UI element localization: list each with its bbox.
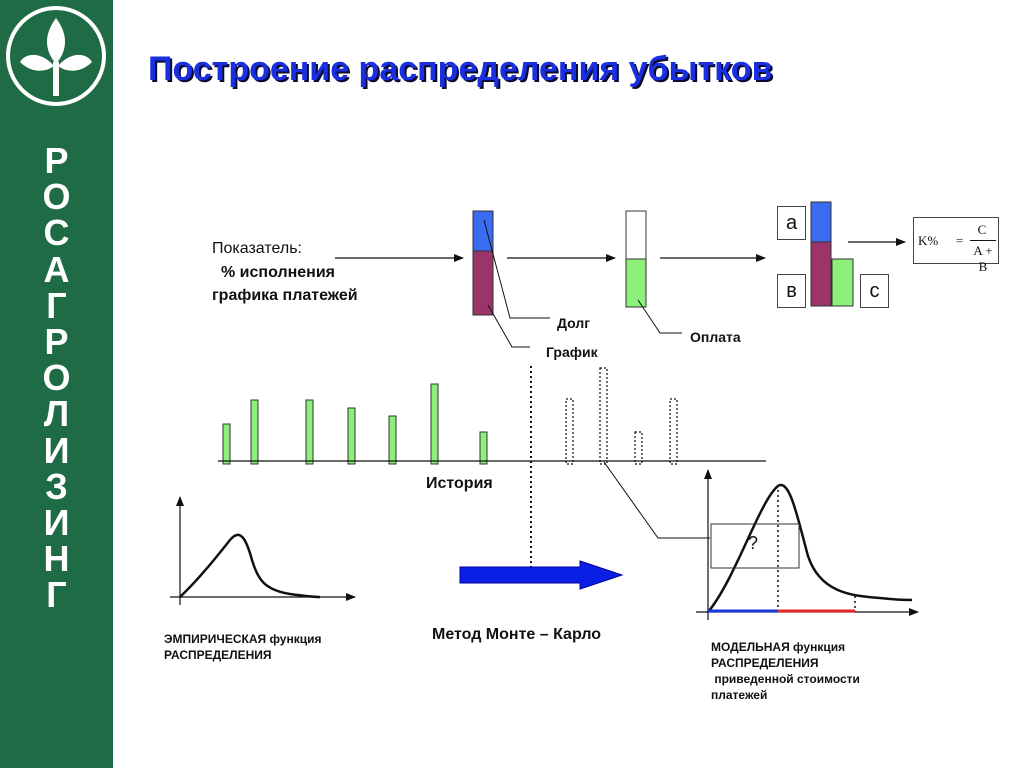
schedule-label: График bbox=[546, 344, 598, 360]
sidebar: Р О С А Г Р О Л И З И Н Г bbox=[0, 0, 113, 768]
payment-leader-line bbox=[637, 299, 682, 334]
question-mark: ? bbox=[748, 533, 759, 553]
company-name-vertical: Р О С А Г Р О Л И З И Н Г bbox=[0, 140, 113, 616]
empirical-curve bbox=[179, 533, 321, 599]
history-label: История bbox=[426, 475, 493, 492]
formula-numerator: C bbox=[977, 222, 987, 237]
simulated-bar bbox=[634, 431, 643, 465]
debt-bar-segment bbox=[472, 210, 494, 252]
history-bar bbox=[479, 431, 488, 465]
empirical-caption: ЭМПИРИЧЕСКАЯ функция РАСПРЕДЕЛЕНИЯ bbox=[164, 631, 322, 663]
simulated-bar bbox=[599, 367, 608, 465]
model-curve bbox=[707, 483, 913, 613]
monte-carlo-label: Метод Монте – Карло bbox=[432, 626, 602, 643]
formula-eq: = bbox=[956, 233, 964, 248]
payment-bar-fill bbox=[625, 258, 647, 308]
compare-payment-segment bbox=[831, 258, 854, 307]
question-box bbox=[710, 523, 800, 569]
empirical-caption-line: РАСПРЕДЕЛЕНИЯ bbox=[164, 648, 272, 662]
debt-label: Долг bbox=[557, 315, 591, 331]
indicator-percent: % исполнения bbox=[221, 264, 336, 281]
history-bar bbox=[347, 407, 356, 465]
sidebar-letter: З bbox=[45, 465, 68, 507]
history-bar bbox=[388, 415, 397, 465]
sidebar-letter: И bbox=[43, 429, 70, 471]
sidebar-letter: Г bbox=[46, 574, 67, 616]
model-caption: МОДЕЛЬНАЯ функция РАСПРЕДЕЛЕНИЯ приведен… bbox=[711, 639, 860, 703]
sidebar-letter: С bbox=[43, 212, 70, 254]
slide-title: Построение распределения убытков bbox=[148, 50, 773, 88]
sidebar-letter: Г bbox=[46, 284, 67, 326]
sidebar-letter: Р bbox=[44, 321, 69, 363]
empirical-caption-line: ЭМПИРИЧЕСКАЯ функция bbox=[164, 632, 322, 646]
sidebar-letter: Р bbox=[44, 140, 69, 181]
monte-carlo-arrow bbox=[459, 560, 624, 590]
compare-debt-segment bbox=[810, 201, 832, 243]
sidebar-letter: О bbox=[42, 357, 71, 399]
box-b: в bbox=[777, 274, 806, 308]
sidebar-letter: О bbox=[42, 176, 71, 218]
indicator-schedule: графика платежей bbox=[212, 287, 358, 304]
history-bar bbox=[430, 383, 439, 465]
formula-lhs: K% bbox=[918, 233, 939, 248]
payment-bar-empty bbox=[625, 210, 647, 260]
history-bar bbox=[305, 399, 314, 465]
simulated-bar bbox=[565, 398, 574, 465]
history-bar bbox=[222, 423, 231, 465]
schedule-leader-line bbox=[487, 304, 530, 348]
sidebar-letter: А bbox=[43, 248, 70, 290]
sidebar-letter: Н bbox=[43, 538, 70, 580]
box-c: c bbox=[860, 274, 889, 308]
sidebar-letter: И bbox=[43, 502, 70, 544]
indicator-label: Показатель: bbox=[212, 240, 302, 257]
simulated-bar bbox=[669, 398, 678, 465]
leaf-logo-icon bbox=[6, 6, 106, 106]
model-caption-line: платежей bbox=[711, 688, 768, 702]
sidebar-letter: Л bbox=[43, 393, 70, 435]
formula-box: K% = C A + B bbox=[913, 217, 999, 274]
payment-label: Оплата bbox=[690, 329, 741, 345]
box-a: a bbox=[777, 206, 806, 240]
schedule-bar-segment bbox=[472, 250, 494, 316]
compare-schedule-segment bbox=[810, 241, 832, 307]
formula-fraction-bar bbox=[970, 240, 996, 241]
model-caption-line: МОДЕЛЬНАЯ функция bbox=[711, 640, 846, 654]
history-bar bbox=[250, 399, 259, 465]
model-caption-line: приведенной стоимости bbox=[711, 672, 860, 686]
formula-denominator: A + B bbox=[973, 243, 993, 274]
history-bars bbox=[222, 367, 678, 465]
debt-leader-line bbox=[483, 219, 550, 319]
simulation-leader-line bbox=[603, 461, 710, 539]
model-caption-line: РАСПРЕДЕЛЕНИЯ bbox=[711, 656, 819, 670]
